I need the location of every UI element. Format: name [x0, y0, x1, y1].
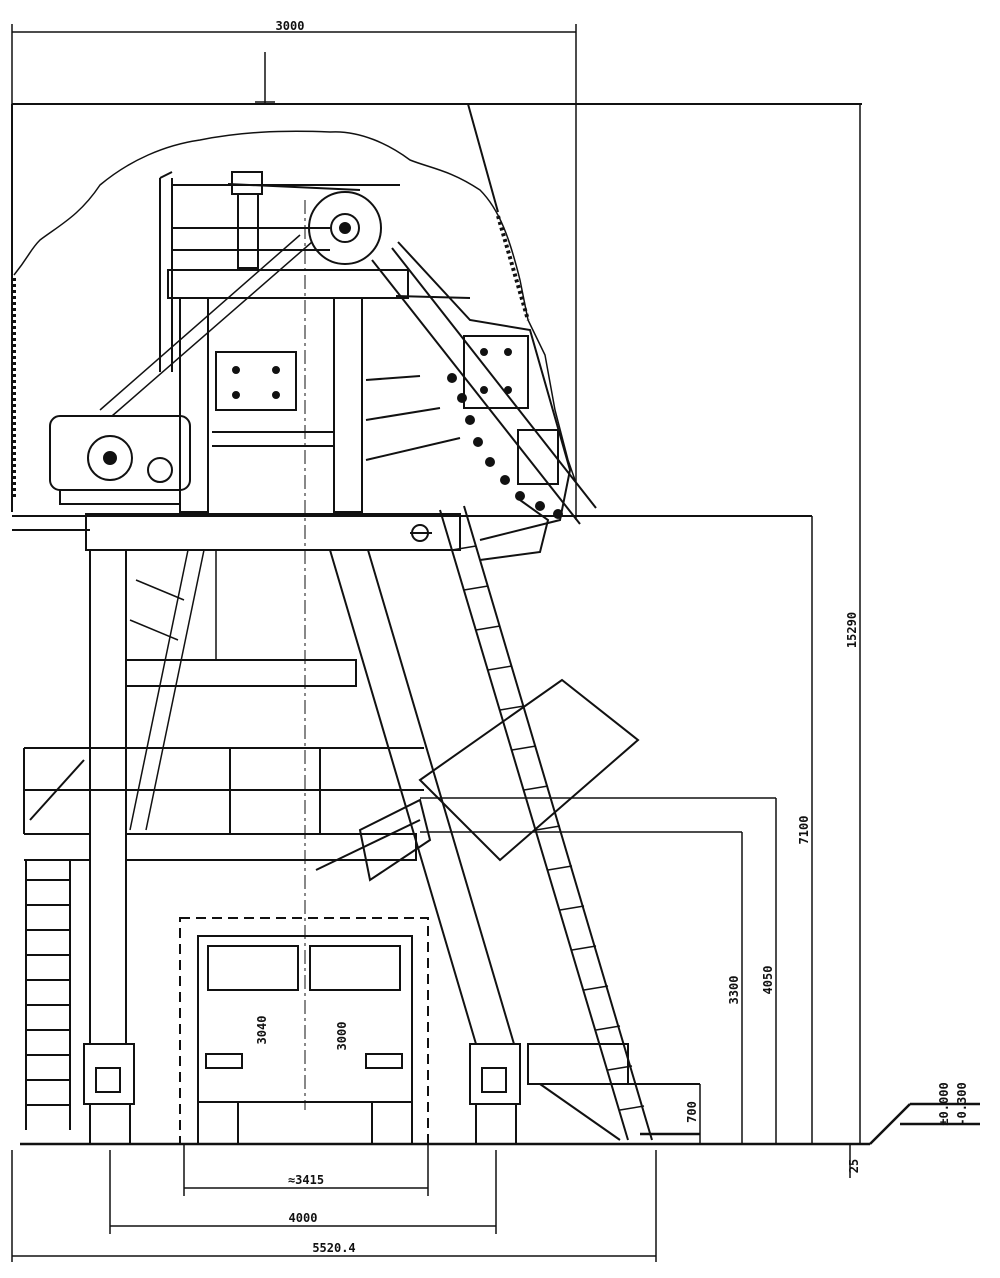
dim-leg-span: 4000: [289, 1211, 318, 1225]
upper-panel: [215, 351, 297, 411]
building-outline: [11, 103, 862, 531]
dim-truck-height-right: 3000: [335, 1022, 349, 1051]
dim-truck-height-left: 3040: [255, 1016, 269, 1045]
ground-line: [20, 1102, 980, 1146]
tower-bracing: [129, 549, 217, 831]
inclined-ladder: [439, 505, 653, 1141]
head-pulley: [227, 171, 382, 269]
dim-bucket-height: 700: [685, 1101, 699, 1123]
main-floor-beam: [85, 513, 461, 551]
mid-platform-handrail: [23, 747, 424, 834]
bottom-dimensions: [11, 1144, 657, 1262]
dim-ground-small: 25: [847, 1159, 861, 1173]
drive-motor: [49, 234, 313, 505]
dim-truck-width: ≈3415: [288, 1173, 324, 1187]
elevator-buckets: [447, 373, 563, 519]
elevator-chain: [365, 247, 597, 525]
top-dimension: [11, 24, 577, 520]
dim-ground-level: ±0.000: [937, 1082, 951, 1125]
dim-upper-height: 7100: [797, 816, 811, 845]
left-stair: [25, 860, 71, 1130]
dim-ground-level-right: -0.300: [955, 1082, 969, 1125]
right-dimensions: [420, 104, 861, 1178]
tail-section: [527, 1043, 700, 1141]
right-column: [329, 549, 521, 1145]
discharge-chute: [397, 241, 572, 561]
rock-fill-outline: [13, 130, 576, 481]
dim-overall-base: 5520.4: [312, 1241, 355, 1255]
head-frame: [159, 171, 409, 513]
dim-mid-height: 4050: [761, 966, 775, 995]
dim-low-height: 3300: [727, 976, 741, 1005]
mid-floor-beams: [24, 659, 417, 861]
dim-total-height: 15290: [845, 612, 859, 648]
dim-top-width: 3000: [276, 19, 305, 33]
right-wall-hatching: [496, 215, 530, 321]
ladder-rungs: [451, 545, 645, 1111]
feed-hopper: [315, 678, 640, 882]
